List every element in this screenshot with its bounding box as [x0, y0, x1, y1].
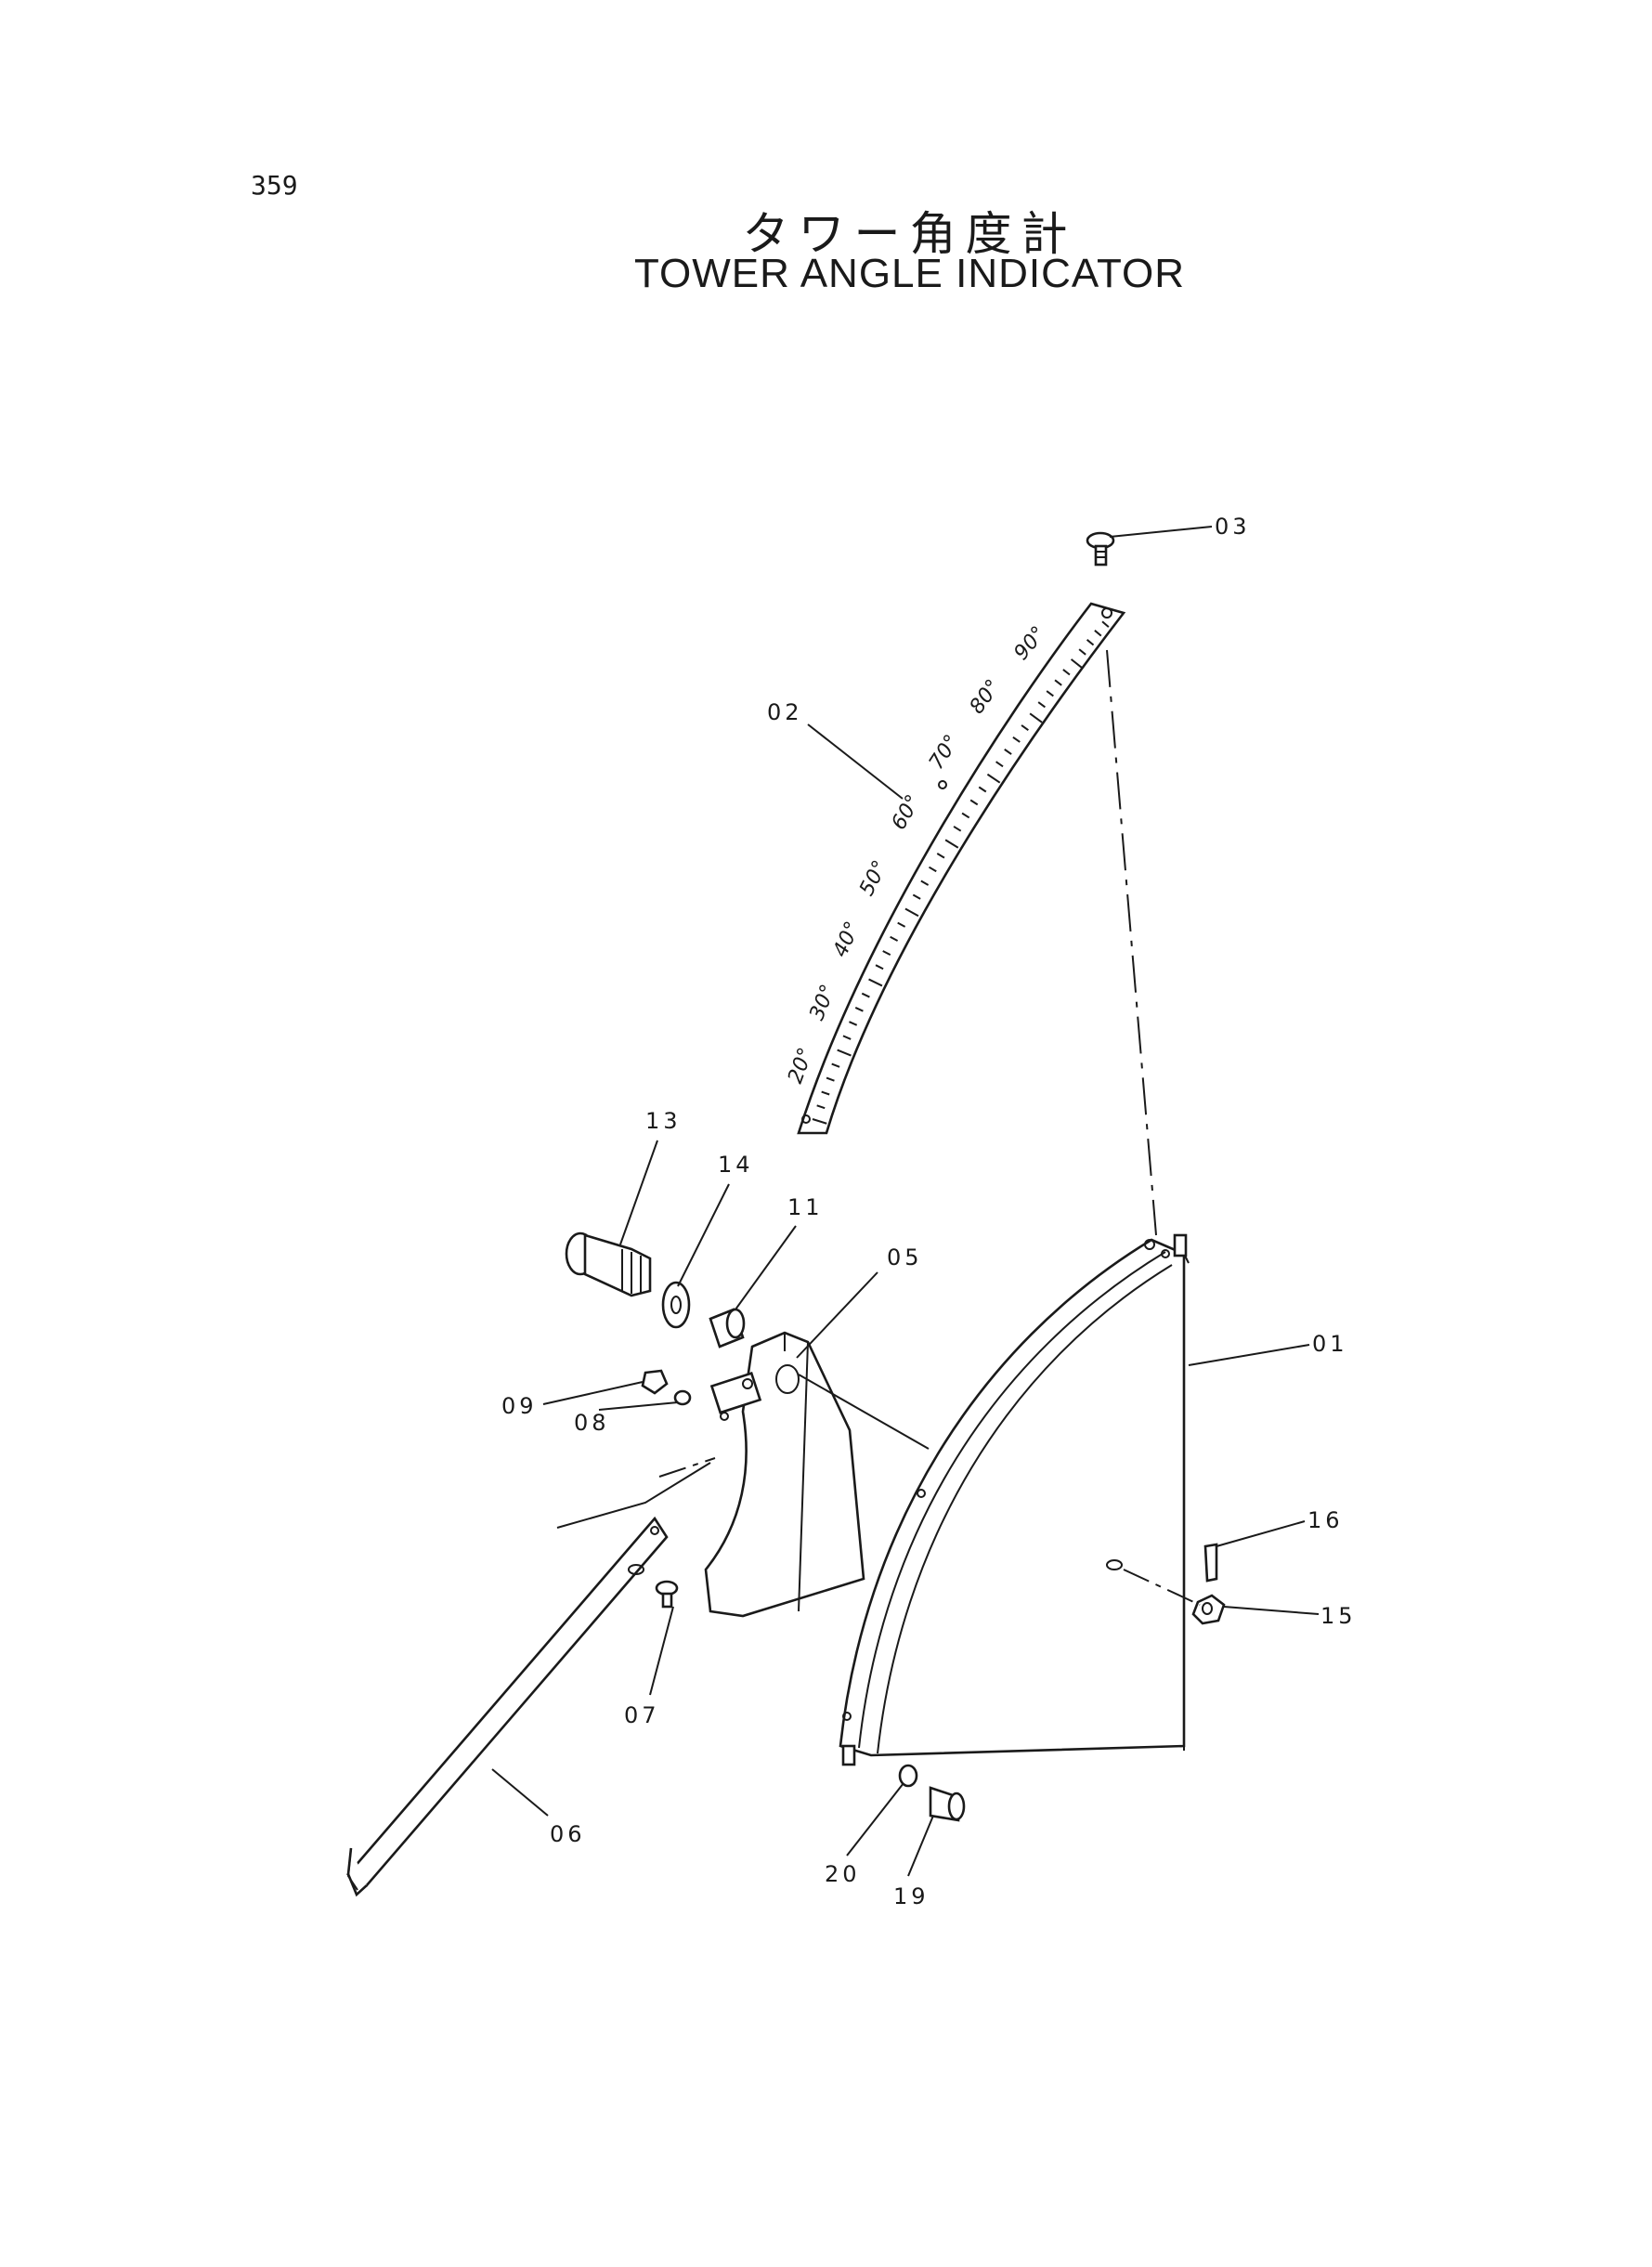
pivot-pin: [565, 1231, 652, 1297]
callout-06: 06: [550, 1821, 586, 1847]
callout-09: 09: [501, 1393, 538, 1419]
top-screw: [1086, 531, 1115, 567]
scale-tick: [849, 1021, 858, 1026]
indicator-needle: [346, 1516, 669, 1897]
page-number: 359: [251, 170, 298, 201]
leader-lines: [491, 526, 1320, 1877]
scale-tick: [1101, 620, 1110, 628]
housing-top-tab: [1173, 1233, 1188, 1257]
scale-label-70: 70°: [925, 731, 964, 774]
housing-bottom-tab: [841, 1744, 856, 1766]
callout-19: 19: [893, 1883, 930, 1909]
scale-tick: [842, 1035, 852, 1040]
callout-05: 05: [887, 1244, 923, 1270]
callout-13: 13: [645, 1108, 682, 1134]
scale-label-80: 80°: [966, 675, 1006, 718]
bottom-washer: [898, 1764, 918, 1788]
scale-tick: [961, 812, 970, 819]
callout-08: 08: [574, 1410, 610, 1436]
bottom-screw: [929, 1786, 966, 1822]
bracket: [704, 1331, 865, 1618]
scale-bottom-hole: [801, 1114, 811, 1124]
callout-16: 16: [1307, 1507, 1344, 1533]
bracket-leader-to-housing: [798, 1374, 930, 1450]
cotter-pin: [1203, 1543, 1218, 1583]
scale-tick: [1004, 749, 1012, 755]
scale-pivot-mark: [938, 780, 947, 789]
nut-and-washer: [641, 1369, 762, 1421]
needle-mounting-plate: [709, 1371, 762, 1414]
scale-tick: [861, 992, 870, 998]
scale-tick: [944, 839, 959, 849]
scale-ticks: [812, 620, 1110, 1125]
scale-tick: [978, 786, 987, 793]
scale-tick: [986, 773, 1001, 784]
scale-tick: [875, 964, 884, 971]
scale-tick: [928, 866, 937, 873]
scale-tick: [812, 1118, 827, 1125]
scale-tick: [890, 935, 899, 942]
scale-tick: [837, 1049, 852, 1057]
scale-tick: [868, 978, 883, 987]
scale-tick: [904, 907, 919, 918]
scale-tick: [826, 1076, 835, 1082]
title-english: TOWER ANGLE INDICATOR: [633, 251, 1186, 296]
scale-tick: [1012, 736, 1021, 743]
clamp-nut: [1191, 1594, 1226, 1625]
scale-label-40: 40°: [829, 919, 865, 961]
scale-tick: [969, 799, 979, 806]
scale-degree-labels: 20° 30° 40° 50° 60° 70° 80° 90°: [784, 622, 1051, 1087]
scale-top-hole: [1101, 607, 1112, 619]
scale-label-30: 30°: [805, 982, 840, 1024]
scale-tick: [882, 950, 891, 956]
callout-labels: 03 02 01 05 06 07 08 09 11 13 14 15 16 1…: [501, 514, 1357, 1909]
scale-tick: [936, 853, 945, 859]
scale-tick: [1021, 724, 1029, 732]
callout-15: 15: [1320, 1603, 1357, 1629]
scale-label-60: 60°: [888, 791, 926, 834]
housing-pin-hole: [1106, 1559, 1123, 1570]
callout-07: 07: [624, 1702, 660, 1728]
needle-assembly-line: [556, 1462, 711, 1529]
scale-tick: [1094, 630, 1102, 637]
scale-tick: [1086, 639, 1095, 646]
scale-tick: [912, 893, 921, 900]
housing-hole: [917, 1489, 926, 1498]
scale-tick: [1029, 712, 1043, 723]
callout-14: 14: [718, 1152, 754, 1178]
callout-01: 01: [1312, 1331, 1348, 1357]
callout-03: 03: [1215, 514, 1251, 540]
scale-label-90: 90°: [1009, 622, 1050, 665]
scale-tick: [1070, 658, 1084, 670]
quadrant-housing: [839, 1233, 1190, 1766]
bracket-hole: [775, 1364, 800, 1394]
scale-tick: [920, 879, 930, 886]
callout-11: 11: [787, 1194, 824, 1220]
angle-scale-plate: 20° 30° 40° 50° 60° 70° 80° 90°: [784, 602, 1126, 1135]
scale-tick: [995, 761, 1004, 768]
scale-tick: [1062, 669, 1071, 676]
scale-tick: [816, 1104, 826, 1110]
scale-tick: [831, 1062, 840, 1068]
scale-tick: [821, 1090, 830, 1096]
scale-label-50: 50°: [855, 857, 892, 900]
scale-tick: [1046, 690, 1054, 697]
scale-label-20: 20°: [784, 1045, 818, 1087]
scale-tick: [1037, 701, 1047, 709]
scale-tick: [897, 921, 906, 928]
bushing: [709, 1308, 746, 1348]
title-japanese: タワー角度計: [742, 207, 1077, 261]
scale-tick: [1054, 679, 1062, 686]
callout-20: 20: [825, 1861, 861, 1887]
scale-tick: [953, 826, 962, 832]
scale-tick: [1078, 648, 1086, 656]
callout-02: 02: [767, 699, 803, 725]
pin-washer: [661, 1281, 691, 1329]
scale-tick: [854, 1007, 864, 1012]
needle-screw: [655, 1580, 679, 1609]
alignment-line: [1106, 649, 1157, 1236]
